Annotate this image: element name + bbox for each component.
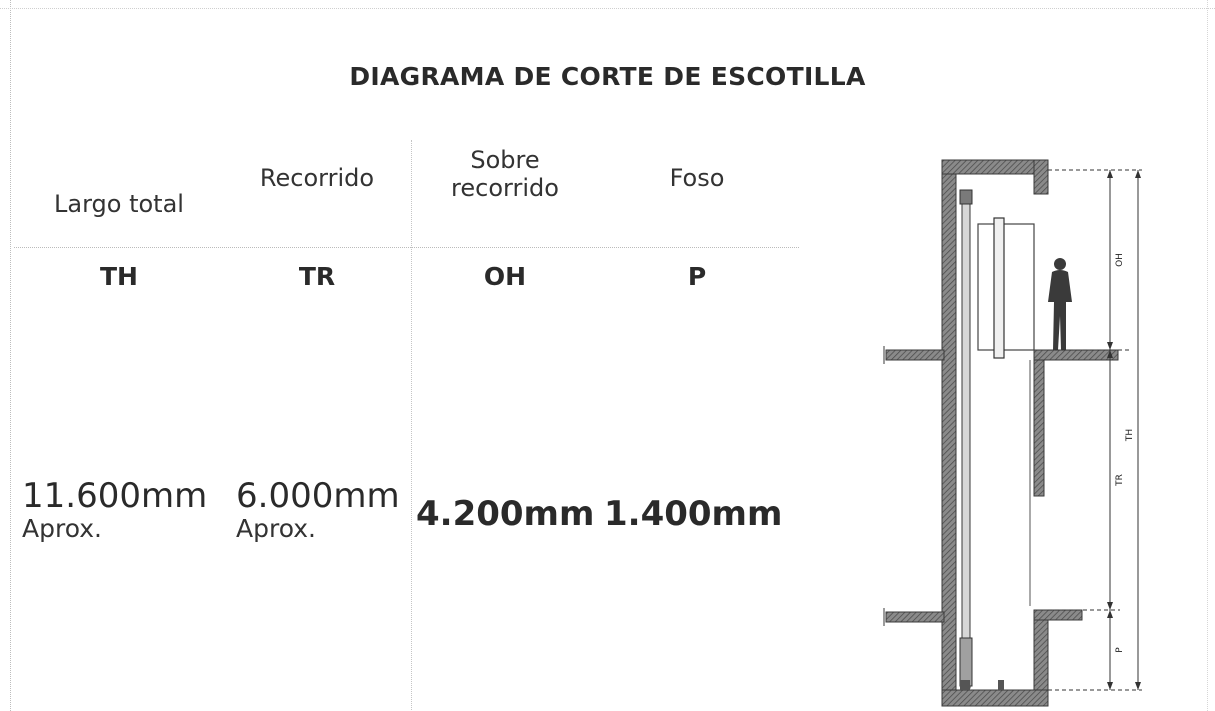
pit-floor [941, 689, 1049, 707]
car-door [993, 217, 1005, 359]
value-cell-th: 11.600mm Aprox. [22, 478, 222, 543]
shaft-wall-right-top [1033, 159, 1049, 195]
lower-slab-right [1033, 609, 1083, 621]
value-p: 1.400mm [604, 494, 783, 534]
upper-slab-right [1033, 349, 1119, 361]
shaft-wall-left [941, 159, 957, 707]
dim-label-tr: TR [1115, 474, 1125, 487]
elevator-car [977, 223, 1035, 351]
shaft-section-diagram: OH TR P TH [883, 159, 1142, 707]
column-separator [411, 140, 413, 710]
header-recorrido: Recorrido [259, 164, 375, 192]
page-title: DIAGRAMA DE CORTE DE ESCOTILLA [349, 62, 866, 91]
note-th: Aprox. [22, 514, 102, 543]
code-th: TH [100, 262, 138, 291]
note-tr: Aprox. [236, 514, 316, 543]
shaft-wall-right-mid [1033, 359, 1045, 497]
header-sobre-line2: recorrido [451, 174, 559, 202]
header-separator [14, 247, 799, 249]
code-tr: TR [298, 262, 336, 291]
page-border-left [10, 0, 12, 711]
dim-label-th: TH [1125, 429, 1135, 442]
dim-label-p: P [1115, 647, 1125, 653]
value-cell-tr: 6.000mm Aprox. [236, 478, 406, 543]
dim-label-oh: OH [1115, 253, 1125, 267]
header-sobre-line1: Sobre [470, 146, 540, 174]
page-border-right [1207, 0, 1209, 711]
code-oh: OH [483, 262, 527, 291]
header-foso: Foso [669, 164, 725, 192]
code-p: P [687, 262, 707, 291]
header-largo-total: Largo total [54, 190, 184, 218]
lower-slab-left [885, 611, 945, 623]
guide-rail [961, 193, 971, 689]
value-oh: 4.200mm [416, 494, 595, 534]
value-th: 11.600mm [22, 476, 208, 516]
upper-slab-left [885, 349, 945, 361]
person-icon [1048, 258, 1072, 350]
shaft-ceiling [941, 159, 1049, 175]
counterweight [959, 637, 973, 687]
header-sobre-recorrido: Sobre recorrido [420, 146, 590, 202]
value-tr: 6.000mm [236, 476, 400, 516]
page-border-top [0, 8, 1215, 10]
